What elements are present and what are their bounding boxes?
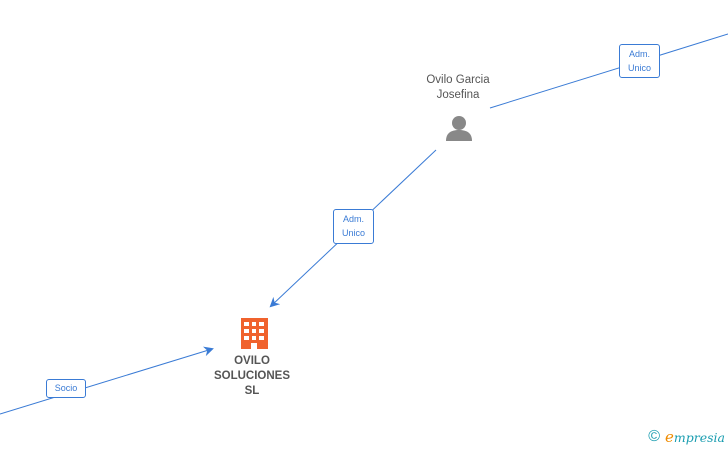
edge-line-top-right [489,33,728,109]
company-name-line3: SL [244,385,260,397]
edge-label-line2: Unico [341,228,365,238]
person-node-label[interactable]: Ovilo Garcia Josefina [406,73,510,103]
company-name-line2: SOLUCIONES [213,370,291,382]
edge-label-top-right[interactable]: Adm. Unico [619,44,660,78]
edge-label-socio[interactable]: Socio [46,379,86,398]
copyright-icon: © [648,428,661,445]
brand-e: e [665,428,674,446]
edge-label-line1: Adm. [342,214,364,224]
edge-label-line2: Unico [627,63,651,73]
edge-label-middle[interactable]: Adm. Unico [333,209,374,244]
brand-logo[interactable]: empresia [665,428,725,446]
brand-rest: mpresia [673,430,725,445]
person-name-line1: Ovilo Garcia [426,74,490,86]
footer-brand: © empresia [648,428,725,446]
building-icon[interactable] [241,318,268,349]
edge-label-line1: Adm. [628,49,650,59]
company-node-label[interactable]: OVILO SOLUCIONES SL [200,354,304,399]
company-name-line1: OVILO [234,355,270,367]
edge-line-socio [0,346,214,415]
edge-label-text: Socio [54,383,78,393]
person-icon[interactable] [446,116,472,141]
person-name-line2: Josefina [436,89,480,101]
